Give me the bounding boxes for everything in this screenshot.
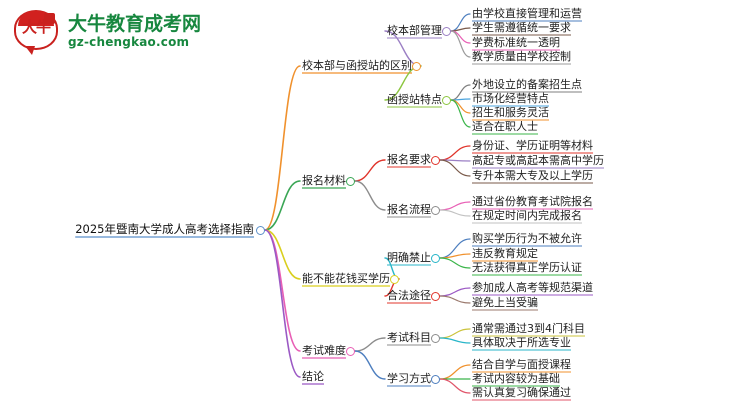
- leaf-node-1-0-1[interactable]: 高起专或高起本需高中学历: [472, 154, 604, 167]
- subbranch-node-3-0[interactable]: 考试科目: [387, 331, 431, 344]
- node-connector-dot: [430, 253, 440, 263]
- leaf-node-2-1-0[interactable]: 参加成人高考等规范渠道: [472, 281, 593, 294]
- leaf-node-2-0-2[interactable]: 无法获得真正学历认证: [472, 261, 582, 274]
- leaf-node-3-0-1[interactable]: 具体取决于所选专业: [472, 336, 571, 349]
- leaf-node-1-1-1[interactable]: 在规定时间内完成报名: [472, 209, 582, 222]
- logo-text-block: 大牛教育成考网 gz-chengkao.com: [68, 12, 202, 49]
- node-connector-dot: [345, 346, 355, 356]
- leaf-node-3-1-2[interactable]: 需认真复习确保通过: [472, 386, 571, 399]
- leaf-node-2-1-1[interactable]: 避免上当受骗: [472, 296, 538, 309]
- site-logo: 大牛 大牛教育成考网 gz-chengkao.com: [14, 8, 202, 55]
- node-connector-dot: [411, 61, 421, 71]
- logo-mark-icon: 大牛: [14, 8, 60, 55]
- subbranch-node-0-0[interactable]: 校本部管理: [387, 24, 442, 37]
- leaf-node-2-0-0[interactable]: 购买学历行为不被允许: [472, 232, 582, 245]
- subbranch-node-2-0[interactable]: 明确禁止: [387, 251, 431, 264]
- brand-title: 大牛教育成考网: [68, 12, 202, 35]
- leaf-node-0-0-1[interactable]: 学生需遵循统一要求: [472, 21, 571, 34]
- subbranch-node-1-1[interactable]: 报名流程: [387, 203, 431, 216]
- leaf-node-0-0-0[interactable]: 由学校直接管理和运营: [472, 7, 582, 20]
- branch-node-1[interactable]: 报名材料: [302, 174, 346, 187]
- branch-node-4[interactable]: 结论: [302, 370, 324, 383]
- brand-domain: gz-chengkao.com: [68, 34, 190, 49]
- node-connector-dot: [430, 374, 440, 384]
- branch-node-3[interactable]: 考试难度: [302, 344, 346, 357]
- node-connector-dot: [441, 26, 451, 36]
- subbranch-node-1-0[interactable]: 报名要求: [387, 153, 431, 166]
- subbranch-node-3-1[interactable]: 学习方式: [387, 372, 431, 385]
- leaf-node-2-0-1[interactable]: 违反教育规定: [472, 247, 538, 260]
- leaf-node-3-1-1[interactable]: 考试内容较为基础: [472, 372, 560, 385]
- node-connector-dot: [389, 274, 399, 284]
- leaf-node-1-0-0[interactable]: 身份证、学历证明等材料: [472, 139, 593, 152]
- leaf-node-1-1-0[interactable]: 通过省份教育考试院报名: [472, 195, 593, 208]
- leaf-node-0-0-2[interactable]: 学费标准统一透明: [472, 36, 560, 49]
- leaf-node-1-0-2[interactable]: 专升本需大专及以上学历: [472, 169, 593, 182]
- branch-node-2[interactable]: 能不能花钱买学历: [302, 272, 390, 285]
- leaf-node-0-0-3[interactable]: 教学质量由学校控制: [472, 50, 571, 63]
- leaf-node-0-1-2[interactable]: 招生和服务灵活: [472, 106, 549, 119]
- leaf-node-3-0-0[interactable]: 通常需通过3到4门科目: [472, 322, 585, 335]
- leaf-node-0-1-0[interactable]: 外地设立的备案招生点: [472, 78, 582, 91]
- node-connector-dot: [441, 95, 451, 105]
- node-connector-dot: [345, 176, 355, 186]
- logo-cn-text: 大牛: [21, 18, 51, 36]
- node-connector-dot: [430, 291, 440, 301]
- subbranch-node-2-1[interactable]: 合法途径: [387, 289, 431, 302]
- node-connector-dot: [430, 205, 440, 215]
- node-connector-dot: [255, 225, 265, 235]
- branch-node-0[interactable]: 校本部与函授站的区别: [302, 59, 412, 72]
- leaf-node-0-1-3[interactable]: 适合在职人士: [472, 120, 538, 133]
- leaf-node-3-1-0[interactable]: 结合自学与面授课程: [472, 358, 571, 371]
- node-connector-dot: [430, 155, 440, 165]
- root-node[interactable]: 2025年暨南大学成人高考选择指南: [75, 222, 254, 236]
- leaf-node-0-1-1[interactable]: 市场化经营特点: [472, 92, 549, 105]
- logo-seal-icon: [44, 13, 55, 24]
- subbranch-node-0-1[interactable]: 函授站特点: [387, 93, 442, 106]
- node-connector-dot: [430, 333, 440, 343]
